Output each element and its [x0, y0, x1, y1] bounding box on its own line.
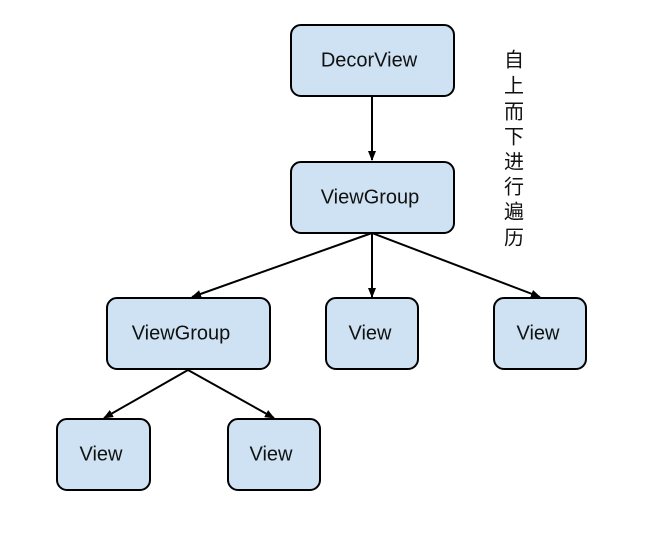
node-box: [290, 24, 455, 97]
node-viewgroup-top: ViewGroup: [290, 161, 455, 234]
node-view-middle: View: [325, 297, 419, 370]
node-label: View: [349, 322, 393, 344]
side-note-char: 上: [504, 74, 524, 98]
node-box: [56, 418, 151, 491]
side-note-char: 进: [504, 150, 524, 174]
node-label: DecorView: [321, 49, 418, 71]
node-label: ViewGroup: [132, 322, 231, 344]
side-note-char: 下: [504, 125, 524, 149]
node-view-right: View: [493, 297, 587, 370]
edge-viewgroup-to-left-viewgroup: [191, 232, 373, 298]
side-note-char: 而: [504, 100, 524, 124]
node-view-bottom-left: View: [56, 418, 151, 491]
node-box: [493, 297, 587, 370]
node-view-bottom-right: View: [227, 418, 321, 491]
side-note-char: 自: [504, 48, 524, 72]
node-label: View: [250, 443, 294, 465]
node-box: [106, 297, 271, 370]
edges: [103, 96, 541, 419]
side-note-vertical: 自 上 而 下 进 行 遍 历: [504, 48, 524, 250]
node-label: View: [80, 443, 124, 465]
side-note-char: 行: [504, 175, 524, 199]
edge-viewgroup-to-right-view: [371, 232, 541, 298]
node-box: [227, 418, 321, 491]
node-box: [325, 297, 419, 370]
edge-left-viewgroup-to-bottom-right-view: [187, 369, 275, 419]
node-label: ViewGroup: [321, 186, 420, 208]
side-note-char: 遍: [504, 200, 524, 224]
side-note-char: 历: [504, 226, 524, 250]
node-box: [290, 161, 455, 234]
node-decorview: DecorView: [290, 24, 455, 97]
edge-left-viewgroup-to-bottom-left-view: [103, 369, 189, 419]
node-label: View: [517, 322, 561, 344]
node-viewgroup-left: ViewGroup: [106, 297, 271, 370]
